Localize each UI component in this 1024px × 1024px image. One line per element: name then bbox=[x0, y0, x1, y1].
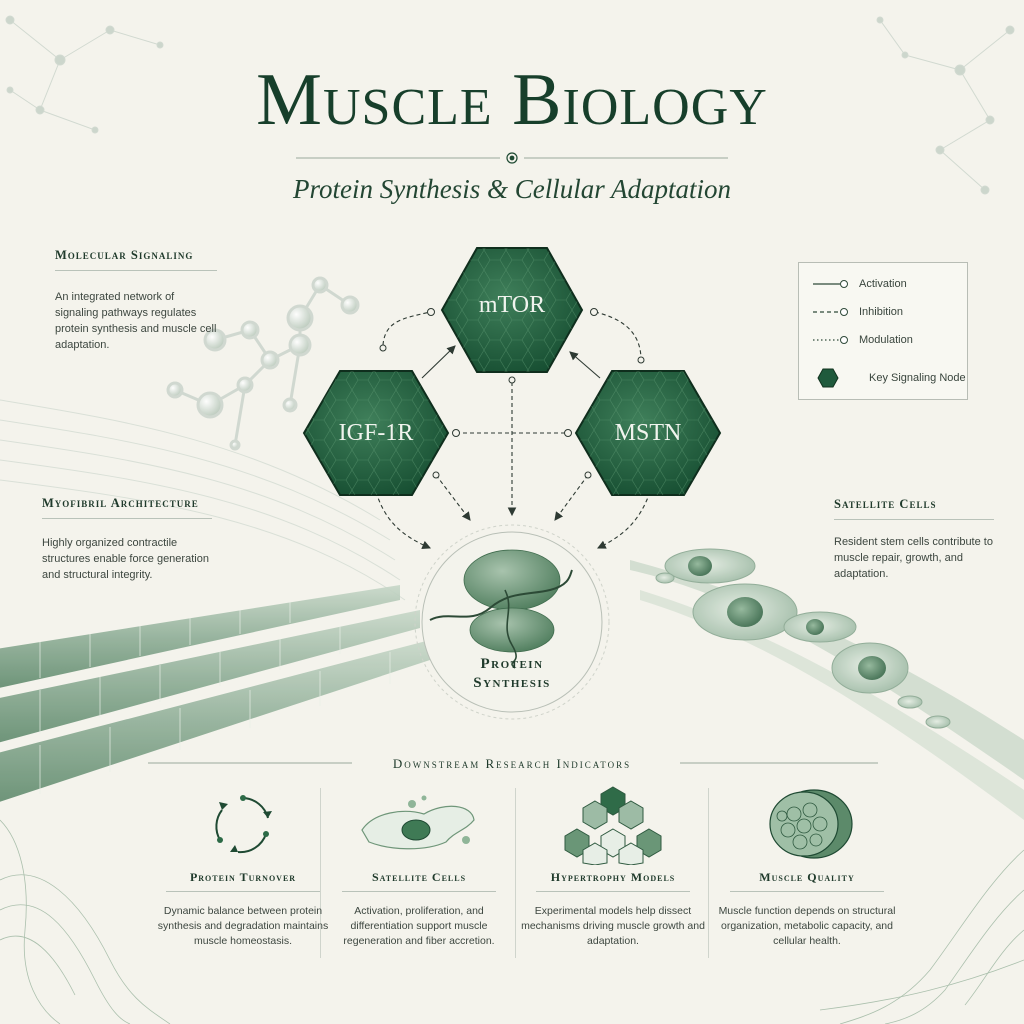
panel-text: An integrated network of signaling pathw… bbox=[55, 291, 217, 351]
indicator-muscle-quality: Muscle Quality Muscle function depends o… bbox=[712, 789, 902, 949]
column-divider bbox=[320, 788, 321, 958]
panel-heading: Myofibril Architecture bbox=[42, 496, 212, 519]
legend-item-inhibition: Inhibition bbox=[813, 306, 903, 318]
connector-mstn-ps-outer bbox=[597, 491, 651, 549]
panel-satellite-cells: Satellite Cells Resident stem cells cont… bbox=[834, 497, 994, 582]
dotted-line-icon bbox=[813, 336, 848, 344]
indicator-text: Dynamic balance between protein synthesi… bbox=[157, 905, 329, 947]
node-mstn bbox=[574, 370, 722, 496]
legend-label: Key Signaling Node bbox=[869, 372, 966, 384]
indicator-text: Muscle function depends on structural or… bbox=[718, 905, 896, 947]
ribosome-icon bbox=[429, 549, 573, 669]
connectors bbox=[375, 311, 651, 549]
indicator-heading: Muscle Quality bbox=[730, 870, 884, 892]
muscle-cross-section-icon bbox=[769, 789, 853, 859]
legend: Activation Inhibition Modulation Key Sig… bbox=[798, 262, 968, 400]
panel-myofibril-architecture: Myofibril Architecture Highly organized … bbox=[42, 496, 212, 583]
dashed-line-icon bbox=[813, 308, 848, 316]
satellite-cells-illustration bbox=[630, 548, 1024, 820]
background-fibers bbox=[0, 399, 406, 601]
ps-line-2: Synthesis bbox=[473, 675, 551, 691]
downstream-heading: Downstream Research Indicators bbox=[392, 756, 632, 771]
mesh-bottom-left bbox=[0, 819, 171, 1024]
indicator-heading: Hypertrophy Models bbox=[536, 870, 690, 892]
molecule-model bbox=[166, 276, 360, 451]
molecule-network-top-left bbox=[5, 15, 164, 134]
indicator-satellite-cells: Satellite Cells Activation, proliferatio… bbox=[324, 790, 514, 949]
panel-text: Highly organized contractile structures … bbox=[42, 537, 209, 581]
indicator-text: Activation, proliferation, and different… bbox=[343, 905, 495, 947]
cube-network-icon bbox=[564, 786, 662, 865]
indicator-hypertrophy-models: Hypertrophy Models Experimental models h… bbox=[518, 786, 708, 949]
connector-igf-mtor-solid bbox=[421, 345, 456, 379]
legend-label: Activation bbox=[859, 278, 907, 290]
node-label-igf1r: IGF-1R bbox=[338, 420, 414, 446]
connector-mstn-ps-inner bbox=[554, 474, 589, 521]
panel-heading: Molecular Signaling bbox=[55, 248, 217, 271]
column-divider bbox=[515, 788, 516, 958]
panel-text: Resident stem cells contribute to muscle… bbox=[834, 536, 993, 580]
panel-molecular-signaling: Molecular Signaling An integrated networ… bbox=[55, 248, 217, 353]
connector-dots bbox=[379, 308, 645, 479]
connector-igf-mtor-dashed bbox=[382, 311, 431, 346]
myofibril-bundles bbox=[0, 585, 430, 802]
node-igf1r bbox=[302, 370, 450, 496]
column-divider bbox=[708, 788, 709, 958]
panel-heading: Satellite Cells bbox=[834, 497, 994, 520]
connector-mstn-mtor-solid bbox=[569, 351, 601, 379]
node-label-protein-synthesis: Protein Synthesis bbox=[432, 655, 592, 693]
connector-igf-ps-inner bbox=[435, 474, 471, 521]
molecule-network-top-right bbox=[876, 16, 1015, 195]
connector-igf-ps-outer bbox=[375, 491, 432, 549]
stem-cell-icon bbox=[361, 795, 475, 850]
hexagon-icon bbox=[817, 368, 839, 388]
indicator-protein-turnover: Protein Turnover Dynamic balance between… bbox=[148, 790, 338, 949]
title-ornament bbox=[296, 152, 728, 164]
page-subtitle: Protein Synthesis & Cellular Adaptation bbox=[293, 174, 731, 204]
legend-label: Inhibition bbox=[859, 306, 904, 318]
ps-line-1: Protein bbox=[480, 656, 544, 672]
node-label-mstn: MSTN bbox=[614, 420, 682, 446]
node-label-mtor: mTOR bbox=[478, 292, 546, 318]
indicator-heading: Satellite Cells bbox=[342, 870, 496, 892]
page-title: Muscle Biology bbox=[256, 59, 768, 141]
cycle-arrows-icon bbox=[215, 795, 272, 854]
mesh-bottom-right bbox=[819, 849, 1024, 1024]
legend-item-activation: Activation bbox=[813, 278, 907, 290]
solid-line-icon bbox=[813, 280, 848, 288]
indicator-text: Experimental models help dissect mechani… bbox=[521, 905, 705, 947]
legend-item-modulation: Modulation bbox=[813, 334, 913, 346]
legend-label: Modulation bbox=[859, 334, 913, 346]
legend-item-key-node: Key Signaling Node bbox=[813, 367, 966, 389]
indicator-heading: Protein Turnover bbox=[166, 870, 320, 892]
node-mtor bbox=[440, 247, 584, 373]
connector-mtor-mstn-dashed bbox=[594, 311, 642, 359]
